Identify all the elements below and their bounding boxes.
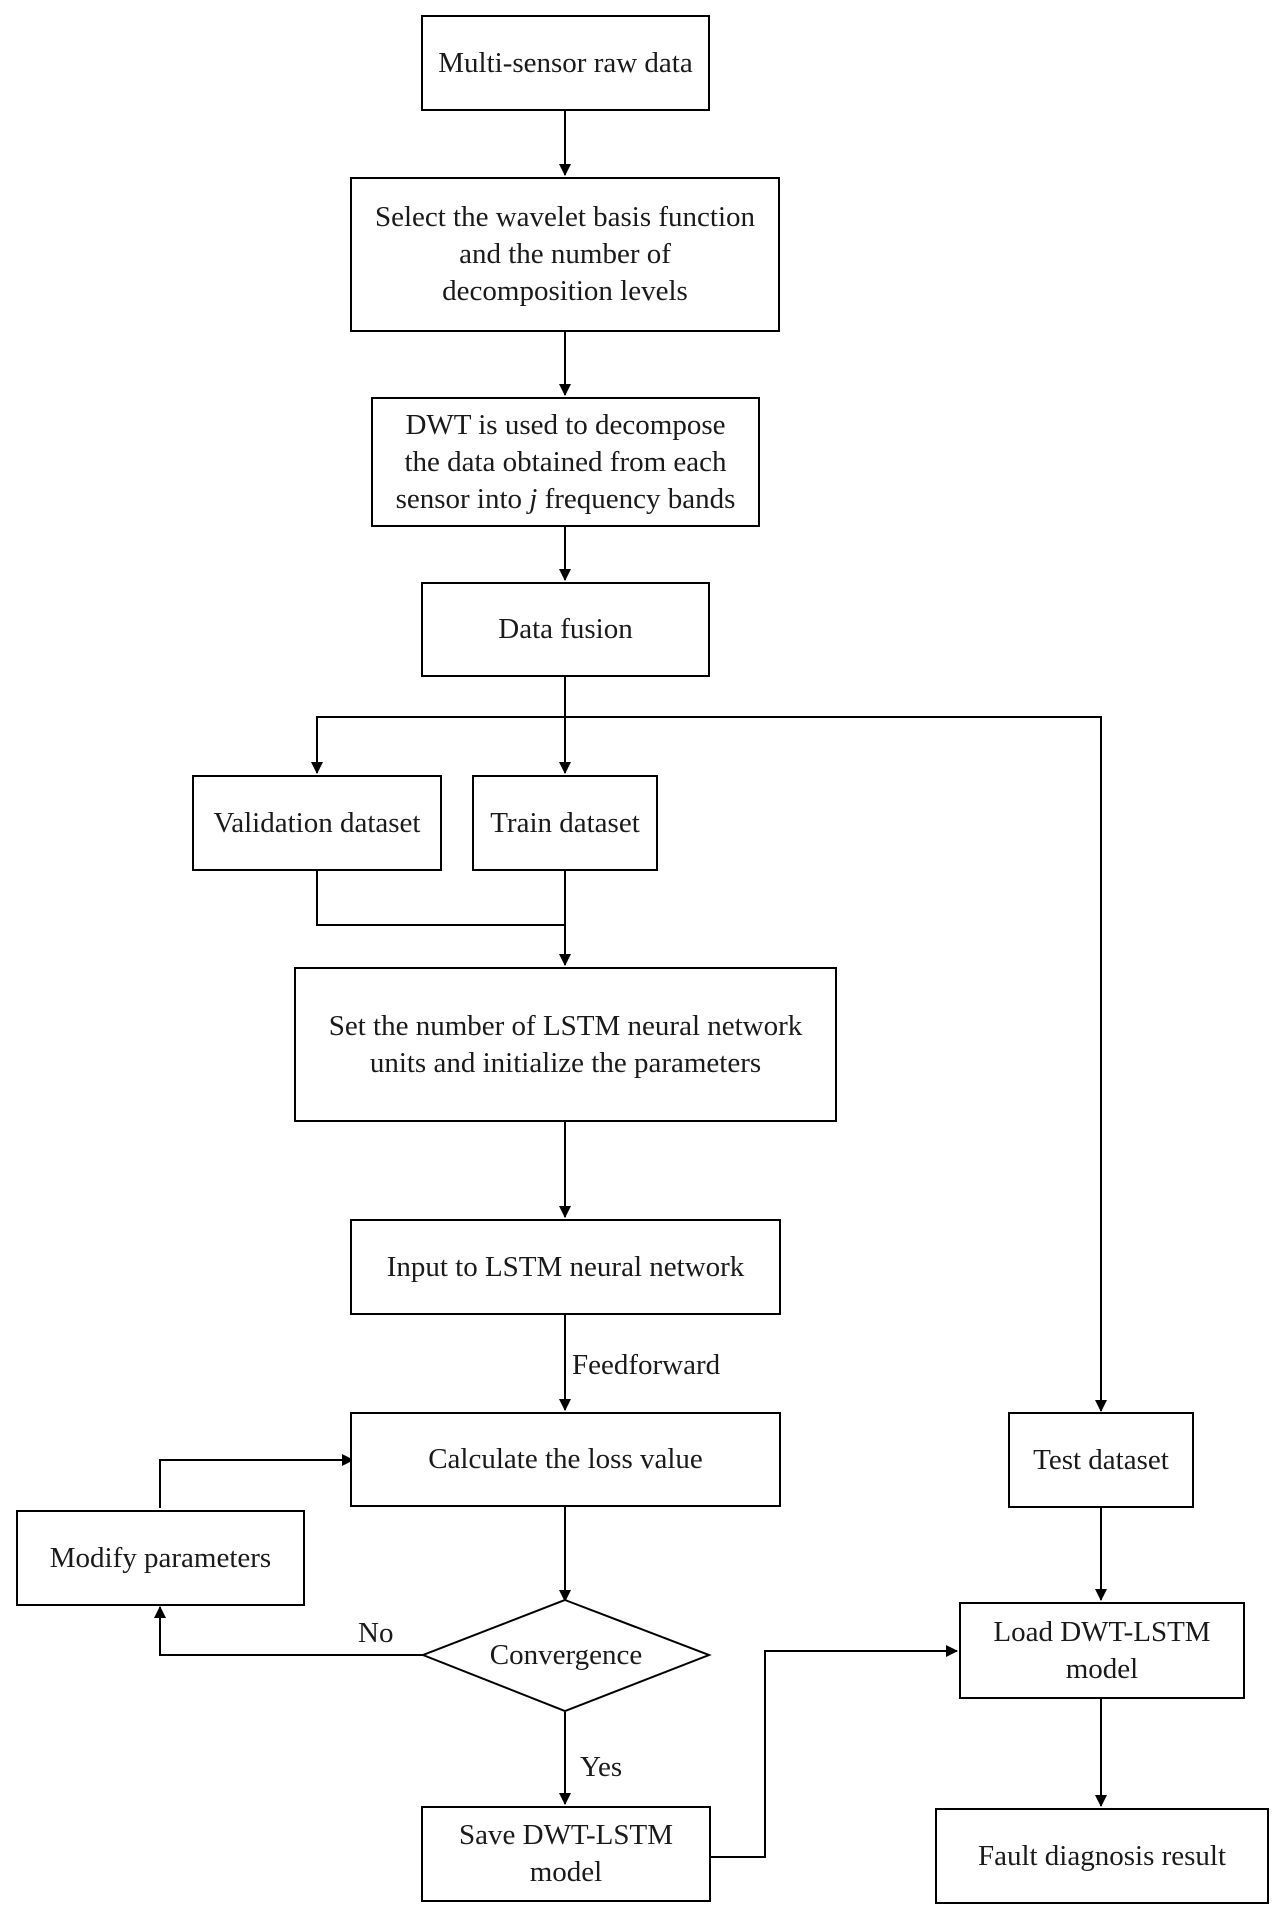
- set-lstm-line-1: Set the number of LSTM neural network: [328, 1009, 803, 1042]
- edge-split-to-validation: [311, 716, 565, 774]
- train-dataset-label: Train dataset: [490, 806, 640, 839]
- dwt-line-3: sensor into j frequency bands: [396, 481, 736, 518]
- dwt-line-3-pre: sensor into: [395, 482, 530, 515]
- input-lstm-label: Input to LSTM neural network: [386, 1250, 745, 1283]
- calc-loss-label: Calculate the loss value: [428, 1443, 703, 1475]
- calc-loss-box: Calculate the loss value: [350, 1412, 781, 1507]
- select-wavelet-line-2: and the number of: [459, 238, 671, 270]
- dwt-line-2: the data obtained from each: [404, 445, 727, 478]
- fault-result-label: Fault diagnosis result: [977, 1839, 1227, 1872]
- validation-dataset-box: Validation dataset: [192, 775, 442, 871]
- modify-params-box: Modify parameters: [16, 1510, 305, 1606]
- modify-params-label: Modify parameters: [49, 1541, 272, 1574]
- test-dataset-box: Test dataset: [1008, 1412, 1194, 1508]
- yes-label: Yes: [580, 1751, 623, 1783]
- fault-result-box: Fault diagnosis result: [935, 1808, 1269, 1904]
- test-dataset-label: Test dataset: [1033, 1443, 1169, 1476]
- dwt-line-3-post: frequency bands: [537, 482, 736, 515]
- validation-dataset-label: Validation dataset: [213, 806, 421, 839]
- dwt-decompose-box: DWT is used to decompose the data obtain…: [371, 397, 760, 527]
- edge-modify-to-loss: [159, 1454, 354, 1508]
- select-wavelet-box: Select the wavelet basis function and th…: [350, 177, 780, 332]
- dwt-line-3-variable: j: [529, 482, 538, 515]
- edge-split-to-test: [565, 716, 1107, 1412]
- raw-data-box: Multi-sensor raw data: [421, 15, 710, 111]
- set-lstm-box: Set the number of LSTM neural network un…: [294, 967, 837, 1122]
- edge-convergence-no: [154, 1606, 423, 1656]
- load-model-line-2: model: [1065, 1652, 1139, 1685]
- save-model-line-1: Save DWT-LSTM: [459, 1819, 673, 1851]
- edge-validation-to-merge: [316, 871, 565, 926]
- load-model-line-1: Load DWT-LSTM: [993, 1615, 1211, 1648]
- select-wavelet-line-3: decomposition levels: [442, 275, 688, 307]
- convergence-diamond: [420, 1598, 712, 1713]
- edge-save-to-load: [711, 1645, 958, 1858]
- load-model-box: Load DWT-LSTM model: [959, 1602, 1245, 1699]
- save-model-line-2: model: [529, 1856, 603, 1888]
- select-wavelet-line-1: Select the wavelet basis function: [374, 201, 756, 233]
- data-fusion-label: Data fusion: [498, 613, 633, 645]
- train-dataset-box: Train dataset: [472, 775, 658, 871]
- no-label: No: [358, 1617, 394, 1649]
- feedforward-label: Feedforward: [572, 1349, 721, 1381]
- dwt-line-1: DWT is used to decompose: [405, 408, 726, 441]
- set-lstm-line-2: units and initialize the parameters: [369, 1046, 762, 1079]
- save-model-box: Save DWT-LSTM model: [421, 1806, 711, 1902]
- input-lstm-box: Input to LSTM neural network: [350, 1219, 781, 1315]
- data-fusion-box: Data fusion: [421, 582, 710, 677]
- convergence-label: Convergence: [489, 1638, 643, 1671]
- raw-data-label: Multi-sensor raw data: [438, 46, 693, 79]
